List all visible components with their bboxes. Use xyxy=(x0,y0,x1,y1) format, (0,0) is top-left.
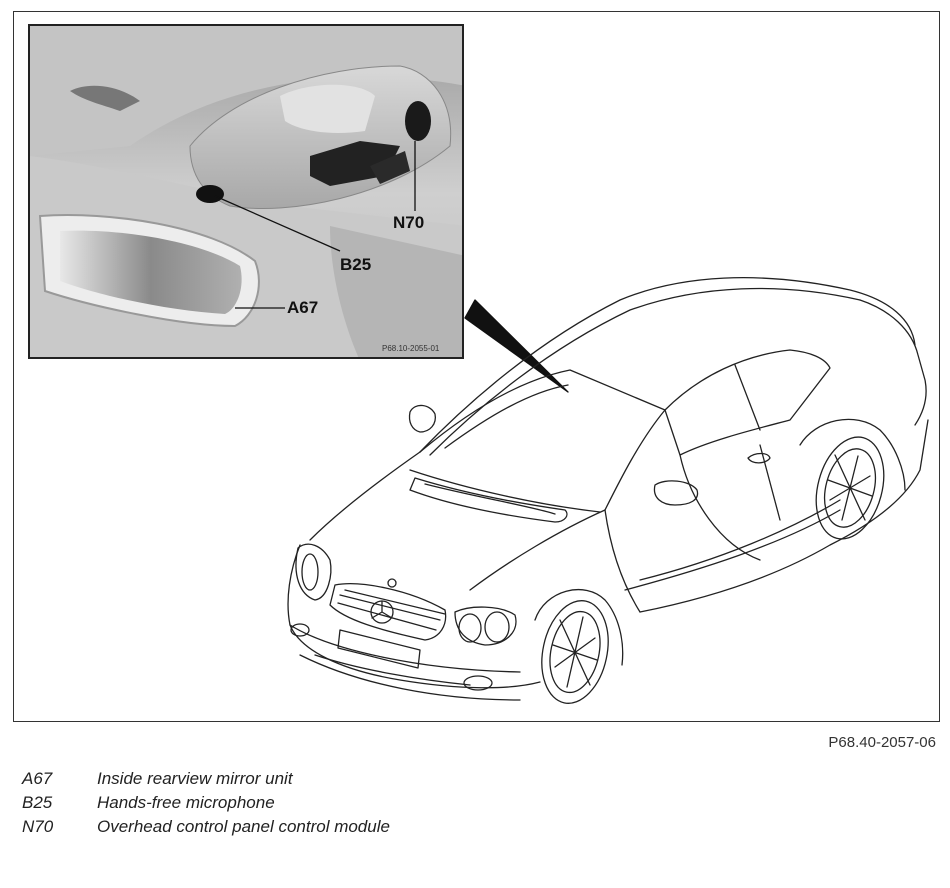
legend-code: A67 xyxy=(22,769,53,788)
legend-description: Overhead control panel control module xyxy=(97,817,390,836)
legend-code: N70 xyxy=(22,817,54,836)
callout-a67: A67 xyxy=(287,298,319,317)
figure-reference: P68.40-2057-06 xyxy=(828,734,936,751)
overhead-panel-illustration xyxy=(30,26,462,357)
legend-item: N70 Overhead control panel control modul… xyxy=(22,816,542,838)
callout-b25: B25 xyxy=(340,255,372,274)
legend-item: A67 Inside rearview mirror unit xyxy=(22,768,542,790)
overhead-panel-photo-inset: N70 B25 A67 P68.10-2055-01 xyxy=(28,24,464,359)
callout-n70: N70 xyxy=(393,213,425,232)
legend-item: B25 Hands-free microphone xyxy=(22,792,542,814)
legend-description: Hands-free microphone xyxy=(97,793,275,812)
legend-description: Inside rearview mirror unit xyxy=(97,769,293,788)
inset-reference-code: P68.10-2055-01 xyxy=(382,344,440,353)
legend-code: B25 xyxy=(22,793,53,812)
legend: A67 Inside rearview mirror unit B25 Hand… xyxy=(22,768,542,840)
